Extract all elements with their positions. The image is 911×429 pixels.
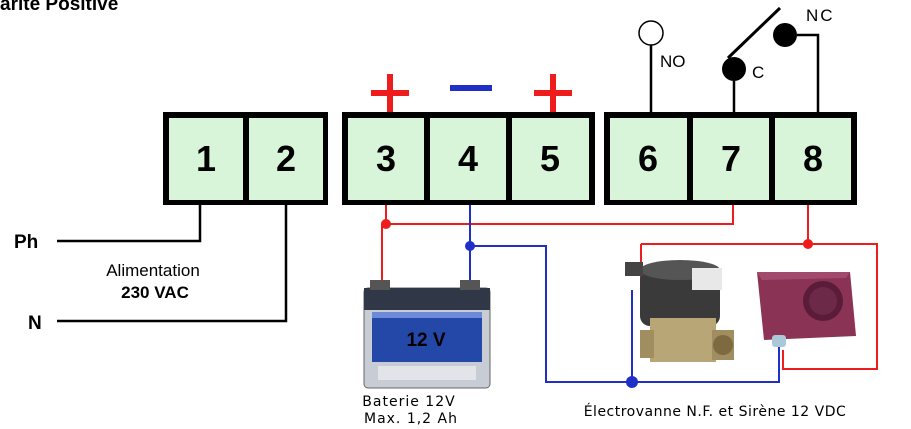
- terminal-2-label: 2: [276, 138, 296, 179]
- terminal-5: [512, 118, 589, 200]
- polarity-minus-4: [450, 85, 492, 91]
- battery-face-label: 12 V: [406, 330, 445, 351]
- devices-caption: Électrovanne N.F. et Sirène 12 VDC: [584, 403, 847, 420]
- relay-c-label: C: [752, 63, 764, 82]
- diagram-title: arité Positive: [0, 0, 118, 15]
- junction-positive-2: [803, 239, 813, 249]
- terminal-3-label: 3: [376, 138, 396, 179]
- terminal-3: [348, 118, 424, 200]
- junction-negative-1: [465, 241, 475, 251]
- terminal-7-label: 7: [721, 138, 741, 179]
- terminal-block-mains: 1 2: [163, 112, 328, 205]
- terminal-1: [169, 118, 243, 200]
- relay-nc-label: NC: [806, 6, 835, 25]
- battery-caption-1: Baterie 12V: [362, 394, 455, 410]
- terminal-8-label: 8: [803, 138, 823, 179]
- terminal-6: [610, 118, 687, 200]
- neutral-label: N: [28, 313, 42, 334]
- terminal-4: [430, 118, 506, 200]
- terminal-6-label: 6: [638, 138, 658, 179]
- battery-image: 12 V: [363, 280, 491, 389]
- terminal-block-power: 3 4 5: [342, 112, 595, 205]
- polarity-plus-3: [371, 74, 409, 112]
- terminal-2: [249, 118, 323, 200]
- relay-nc-contact: [773, 23, 797, 47]
- mains-label-2: 230 VAC: [121, 283, 189, 302]
- terminal-8: [775, 118, 851, 200]
- phase-label: Ph: [14, 232, 38, 253]
- junction-positive-1: [381, 219, 391, 229]
- terminal-block-relay: 6 7 8: [604, 112, 857, 205]
- terminal-5-label: 5: [540, 138, 560, 179]
- terminal-7: [693, 118, 769, 200]
- relay-no-contact: [638, 20, 664, 46]
- terminal-1-label: 1: [196, 138, 216, 179]
- mains-label-1: Alimentation: [106, 261, 200, 280]
- siren-image: [757, 272, 856, 347]
- relay-c-contact: [722, 57, 746, 81]
- relay-switch-arm: [726, 6, 782, 60]
- polarity-plus-5: [534, 74, 572, 112]
- terminal-4-label: 4: [458, 138, 478, 179]
- relay-contacts: NO C NC: [638, 6, 835, 112]
- battery-caption-2: Max. 1,2 Ah: [364, 411, 458, 427]
- mains-wiring: Ph N Alimentation 230 VAC: [14, 205, 288, 334]
- solenoid-valve-image: [625, 260, 734, 362]
- junction-negative-2: [626, 376, 638, 388]
- relay-no-label: NO: [660, 52, 686, 71]
